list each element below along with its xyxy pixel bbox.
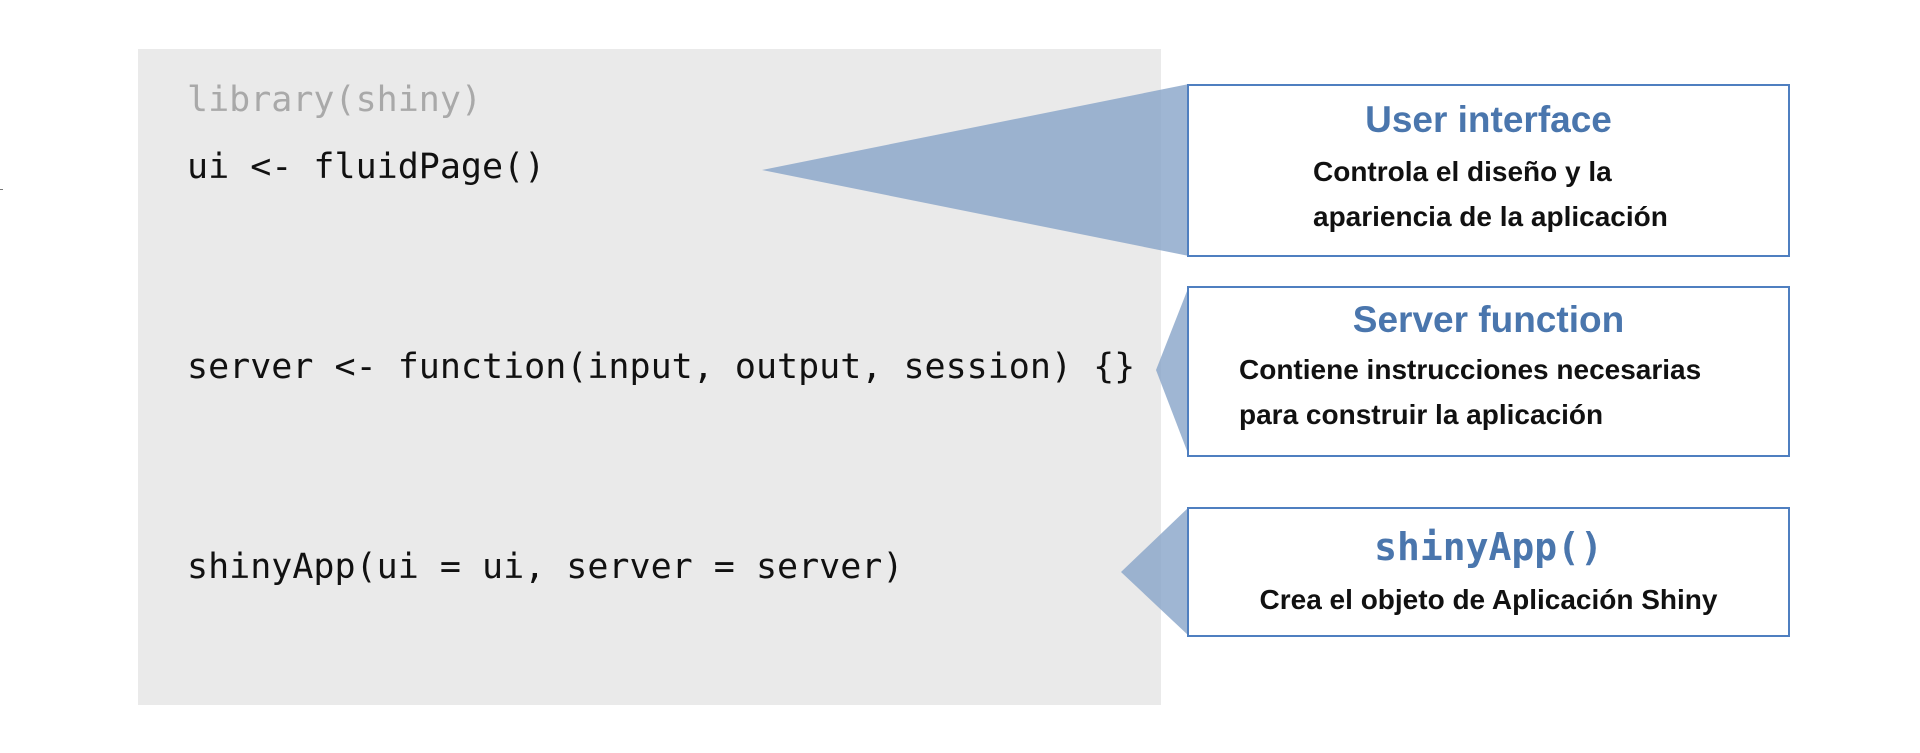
code-line-library: library(shiny) — [187, 80, 483, 120]
server-callout-title: Server function — [1352, 299, 1625, 340]
app-connector-wedge — [1121, 507, 1189, 636]
ui-callout-desc-line1: Controla el diseño y la — [1313, 156, 1612, 187]
shinyapp-callout-box: shinyApp() Crea el objeto de Aplicación … — [1187, 507, 1790, 637]
server-callout-desc-line2: para construir la aplicación — [1239, 399, 1604, 430]
code-line-ui: ui <- fluidPage() — [187, 147, 546, 187]
shinyapp-callout-desc: Crea el objeto de Aplicación Shiny — [1259, 584, 1718, 615]
server-connector-wedge — [1156, 286, 1189, 456]
ui-callout-box: User interface Controla el diseño y la a… — [1187, 84, 1790, 257]
code-line-shinyapp: shinyApp(ui = ui, server = server) — [187, 547, 904, 587]
ui-callout-title: User interface — [1365, 99, 1612, 140]
server-callout-box: Server function Contiene instrucciones n… — [1187, 286, 1790, 457]
code-line-server: server <- function(input, output, sessio… — [187, 347, 1136, 387]
edge-tick-mark — [0, 189, 3, 190]
ui-callout-desc-line2: apariencia de la aplicación — [1313, 201, 1668, 232]
shinyapp-callout-title: shinyApp() — [1374, 525, 1603, 569]
ui-connector-wedge — [762, 84, 1189, 256]
server-callout-desc-line1: Contiene instrucciones necesarias — [1239, 354, 1702, 385]
